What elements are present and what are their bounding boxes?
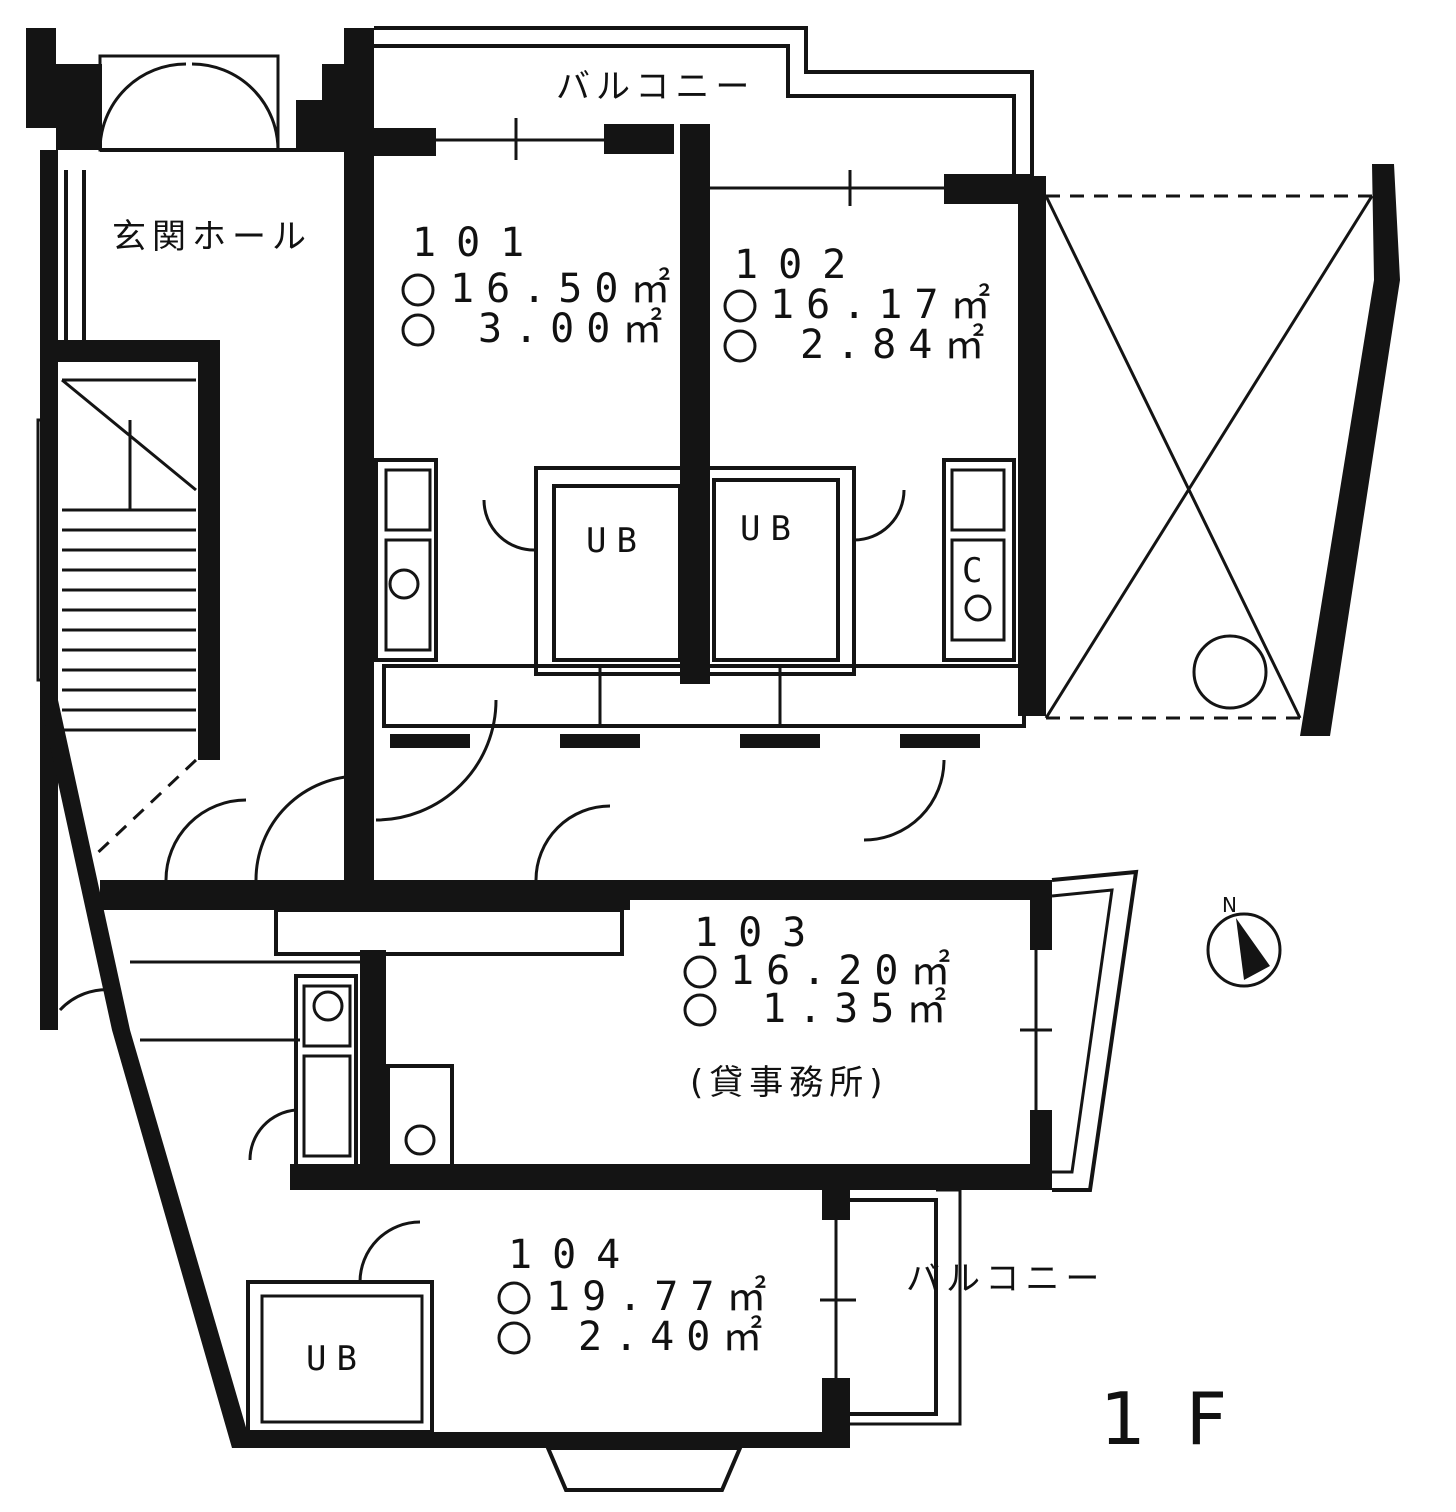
main-area-marker-icon xyxy=(401,273,435,307)
room-number: 102 xyxy=(734,242,866,288)
room-number: 103 xyxy=(694,910,826,956)
door-swings xyxy=(58,62,946,1283)
balcony-bottom-label: バルコニー xyxy=(906,1259,1105,1299)
room-area-sub: 3.00㎡ xyxy=(478,306,674,352)
sub-area-marker-icon xyxy=(497,1321,531,1355)
sub-area-marker-icon xyxy=(723,329,757,363)
room-103: 103 16.20㎡ 1.35㎡ (貸事務所) xyxy=(683,910,962,1103)
north-arrow-icon: N xyxy=(1206,893,1282,988)
room-area-main: 16.20㎡ xyxy=(730,948,962,994)
sub-area-marker-icon xyxy=(683,993,717,1027)
room-101: 101 16.50㎡ 3.00㎡ UB xyxy=(401,220,682,561)
room-area-sub: 1.35㎡ xyxy=(762,986,958,1032)
balcony-top-label: バルコニー xyxy=(556,67,755,107)
north-label: N xyxy=(1222,893,1237,917)
ub-label: UB xyxy=(586,521,647,561)
partitions xyxy=(36,26,1374,1492)
room-104: 104 19.77㎡ 2.40㎡ UB xyxy=(306,1232,778,1379)
washing-machine-icon xyxy=(404,1124,436,1156)
ub-label: UB xyxy=(740,509,801,549)
washing-machine-icon xyxy=(388,568,420,600)
room-area-main: 19.77㎡ xyxy=(546,1274,778,1320)
room-number: 101 xyxy=(412,220,544,266)
walls xyxy=(26,28,1400,1448)
closet-label: C xyxy=(962,551,992,591)
room-area-sub: 2.40㎡ xyxy=(578,1314,774,1360)
washing-machine-icon xyxy=(312,990,344,1022)
room-note: (貸事務所) xyxy=(690,1063,889,1103)
room-area-main: 16.17㎡ xyxy=(770,282,1002,328)
room-102: 102 16.17㎡ 2.84㎡ UB C xyxy=(723,242,1002,591)
main-area-marker-icon xyxy=(497,1281,531,1315)
main-area-marker-icon xyxy=(683,955,717,989)
staircase xyxy=(61,378,198,862)
washing-machine-icon xyxy=(1192,634,1268,710)
room-number: 104 xyxy=(508,1232,640,1278)
ub-label: UB xyxy=(306,1339,367,1379)
floor-label: 1F xyxy=(1100,1377,1267,1461)
room-area-main: 16.50㎡ xyxy=(450,266,682,312)
room-area-sub: 2.84㎡ xyxy=(800,322,996,368)
washer-icons xyxy=(312,568,1268,1156)
sub-area-marker-icon xyxy=(401,313,435,347)
main-area-marker-icon xyxy=(723,289,757,323)
entrance-hall-label: 玄関ホール xyxy=(112,217,312,257)
